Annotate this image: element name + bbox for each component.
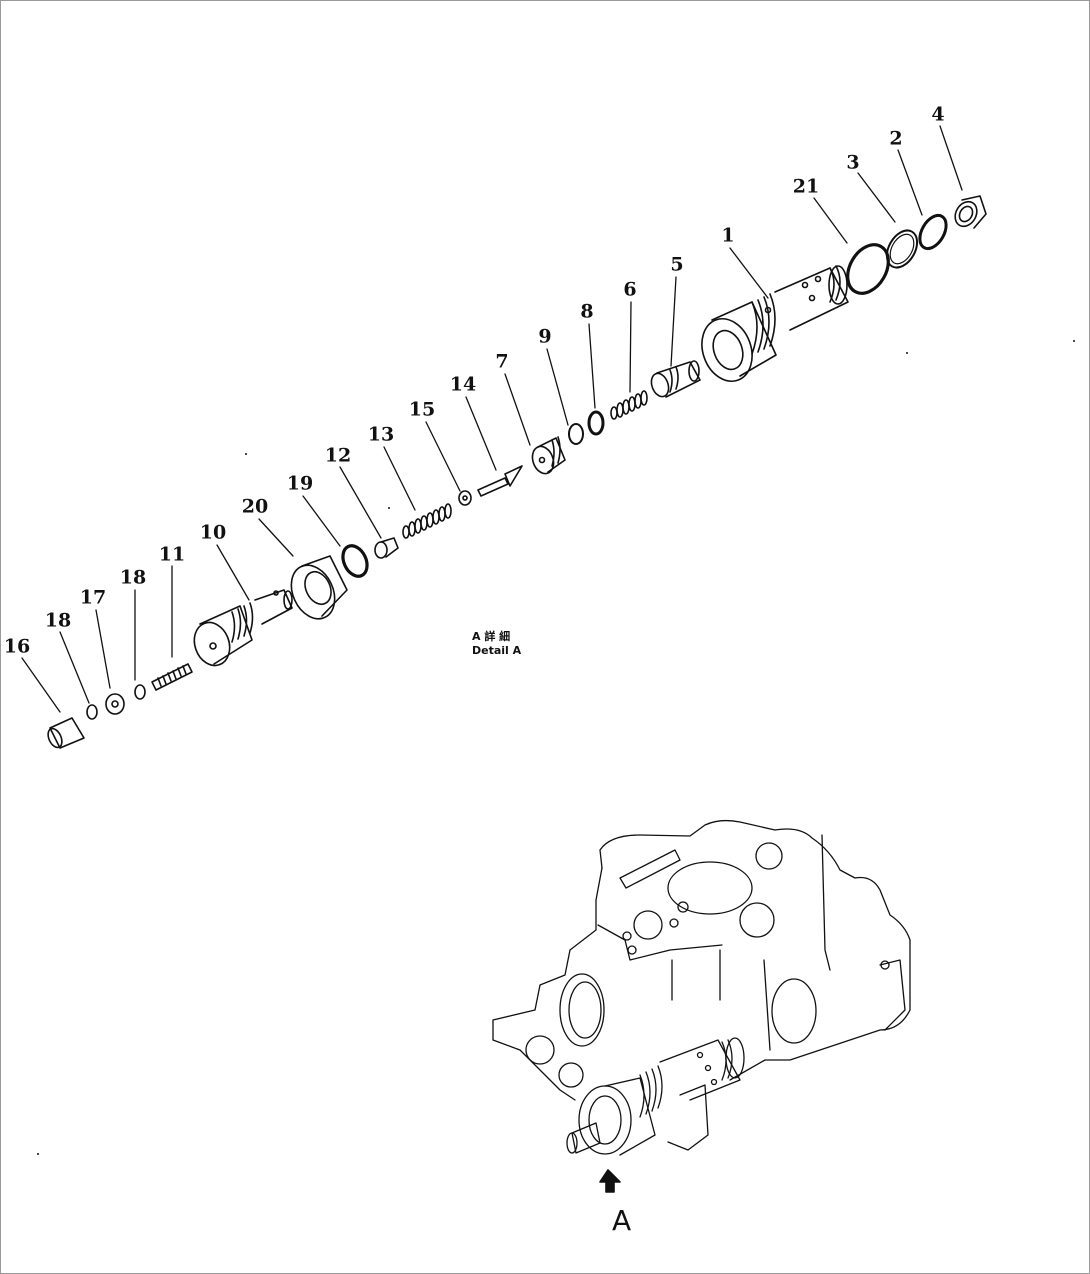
part-6-spring [610,390,648,420]
detail-caption-jp: A 詳 細 [472,630,511,643]
view-a-label: A [612,1204,632,1237]
detail-caption-en: Detail A [472,644,522,657]
callout-12: 12 [324,444,352,467]
callout-14: 14 [449,373,477,396]
callout-19: 19 [286,472,314,495]
part-2-o-ring [918,213,948,251]
part-16-cap [47,717,85,749]
part-8-o-ring [587,410,605,436]
part-18-washer-2 [134,684,146,700]
callout-20: 20 [241,495,269,518]
callout-1: 1 [721,224,735,247]
view-arrow-icon [599,1169,621,1193]
callout-18b: 18 [119,566,147,589]
part-12-poppet [374,537,399,559]
callout-8: 8 [580,300,594,323]
callout-13: 13 [367,423,395,446]
scan-specks [37,340,1075,1155]
callout-15: 15 [408,398,436,421]
callout-17: 17 [79,586,107,609]
part-18-washer [86,704,98,720]
callout-2: 2 [889,127,903,150]
callout-5: 5 [670,253,684,276]
part-17-nut [105,693,125,715]
part-14-pilot-poppet [477,465,523,497]
leader-lines [21,125,963,713]
part-9-backup-ring [568,423,584,445]
callout-11: 11 [158,543,186,566]
detail-caption: A 詳 細 Detail A [472,630,521,658]
part-13-spring [402,503,452,539]
part-5-sleeve [650,360,701,398]
callout-10: 10 [199,521,227,544]
callout-21: 21 [792,175,820,198]
callout-18a: 18 [44,609,72,632]
callout-4: 4 [931,103,945,126]
part-4-plug [954,195,987,229]
callout-9: 9 [538,325,552,348]
part-19-o-ring [341,544,369,578]
part-21-o-ring [846,243,890,295]
part-7-seat [531,436,566,475]
part-15-washer [458,490,472,506]
callout-3: 3 [846,151,860,174]
callout-7: 7 [495,350,509,373]
part-11-screw [151,663,193,691]
part-3-backup-ring [885,229,919,269]
callout-16: 16 [3,635,31,658]
control-valve-assembly [492,819,911,1156]
part-10-plug [193,589,293,667]
part-1-valve-body [701,265,849,382]
part-20-locknut [290,555,348,620]
callout-6: 6 [623,278,637,301]
